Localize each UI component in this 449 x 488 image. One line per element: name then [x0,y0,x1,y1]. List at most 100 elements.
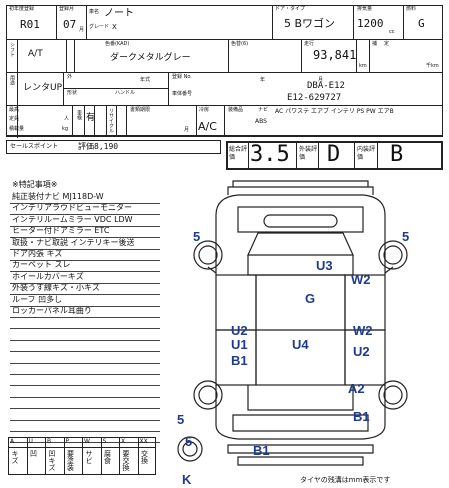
damage-mark: 5 [193,229,201,244]
ruled-line [10,431,160,432]
note-line: 純正装付ナビ MJ118D-W [12,192,104,201]
legend-code: X [121,438,126,445]
ruled-line [10,294,160,296]
ruled-line [10,305,160,307]
legend-meaning: 凹 [29,450,38,457]
note-line: インテリアラウドビューモニター [12,203,132,213]
ruled-line [10,419,160,421]
ruled-line [10,362,160,364]
interior-grade-value: B [390,142,404,167]
first-reg-label: 初年度登録 [9,6,35,12]
damage-mark: A2 [348,381,365,396]
grade-label: グレード [89,24,110,30]
mileage-unit: km [359,63,367,69]
damage-mark: B1 [353,409,370,424]
damage-mark: G [305,291,316,306]
damage-mark: K [182,472,192,487]
model-type-label: 車体番号 [172,91,193,97]
damage-mark: 5 [185,434,193,449]
person-unit: 人 [64,116,70,122]
ruled-line [10,396,160,398]
ruled-line [10,442,160,444]
cargo-label: 積載量 [9,126,25,132]
damage-mark: B1 [231,353,248,368]
mileage-value: 93,841 [313,48,357,62]
legend-code: A [10,438,15,445]
equipment-value: AC パワステ エアブ インテリ PS PW エアB [275,108,394,115]
usage-label: 用途 [9,75,15,85]
reg-label: 登録月 [59,6,75,12]
car-name-label: 車名 [89,9,100,15]
ruled-line [10,351,160,353]
capacity-label: 定員 [9,116,20,122]
equipment-nav: ナビ [258,107,269,113]
ruled-line [10,282,160,284]
legend-meaning: サビ [85,450,93,464]
note-line: カーペット スレ [12,260,71,270]
damage-mark: W2 [351,272,371,287]
ruled-line [10,317,160,318]
usage-value: レンタUP [23,83,63,93]
ruled-line [10,328,160,330]
ac-value: A/C [198,120,217,133]
car-name-value: ノート [104,8,134,19]
damage-mark: B1 [253,443,270,458]
ruled-line [10,374,160,375]
displacement-label: 排気量 [357,6,373,12]
legend-meaning: 凹キズ [48,450,56,471]
ruled-line [10,260,160,261]
note-line: インテリルームミラー VDC LDW [12,214,133,224]
ruled-line [10,225,160,227]
fuel-label: 燃料 [406,6,417,12]
ruled-line [10,248,160,250]
damage-mark: 5 [177,412,185,427]
damage-mark: U1 [231,337,248,352]
equipment-value-2: ABS [255,118,267,125]
legend-code: W [84,438,90,445]
damage-mark: U4 [292,337,309,352]
damage-mark: U3 [316,258,333,273]
month-unit-2: 月 [318,77,324,83]
grade-box [226,141,443,170]
exterior-grade-value: D [327,142,341,167]
model-label: 年式 [140,77,151,83]
legend-meaning: キズ [11,450,19,464]
door-type-label: ドア・タイプ [275,6,306,12]
ruled-line [10,339,160,341]
legend-code: S [102,438,107,445]
damage-mark: 5 [402,229,410,244]
damage-mark: U2 [231,323,248,338]
shift-value: A/T [28,49,43,59]
interior-grade-label: 内装評価 [357,146,376,161]
ac-label: 冷房 [199,107,210,113]
repaint-label: 色替(6) [231,41,249,47]
mileage-unit-2: 千km [426,63,439,69]
overall-grade-value: 3.5 [250,142,290,167]
chassis-no: E12-629727 [287,93,342,103]
note-line: ロッカーパネル耳曲り [12,306,92,315]
color-value: ダークメタルグレー [110,53,191,63]
grade-value: X [112,23,117,31]
quantity-label: 最高 [9,107,20,113]
note-line: ホイールカバーキズ [12,271,84,281]
note-line: 外装うす線キズ・小キズ [12,283,100,293]
model-label-2: 形状 [67,90,78,96]
inspection-label: 車検 [76,110,82,120]
color-label: 色番(KAD) [105,41,130,47]
legend-code: P [65,438,70,445]
reg-value: 07 [63,18,77,31]
legend-meaning: 要交換 [122,450,130,471]
doc-month-unit: 月 [184,127,190,133]
damage-mark: W2 [353,323,373,338]
legend-code: B [47,438,52,445]
note-line: ヒーター付ドアミラー ETC [12,226,110,236]
note-line: ドア内張 キズ [12,249,63,258]
doc-label: 書類期限 [130,107,151,113]
car-diagram [177,180,408,466]
ruled-line [10,385,160,387]
overall-grade-label: 総合評価 [229,146,248,161]
handle-label: ハンドル [115,90,136,96]
exterior-label: 外 [67,74,73,80]
ruled-line [10,271,160,273]
sales-point-box [6,140,221,154]
